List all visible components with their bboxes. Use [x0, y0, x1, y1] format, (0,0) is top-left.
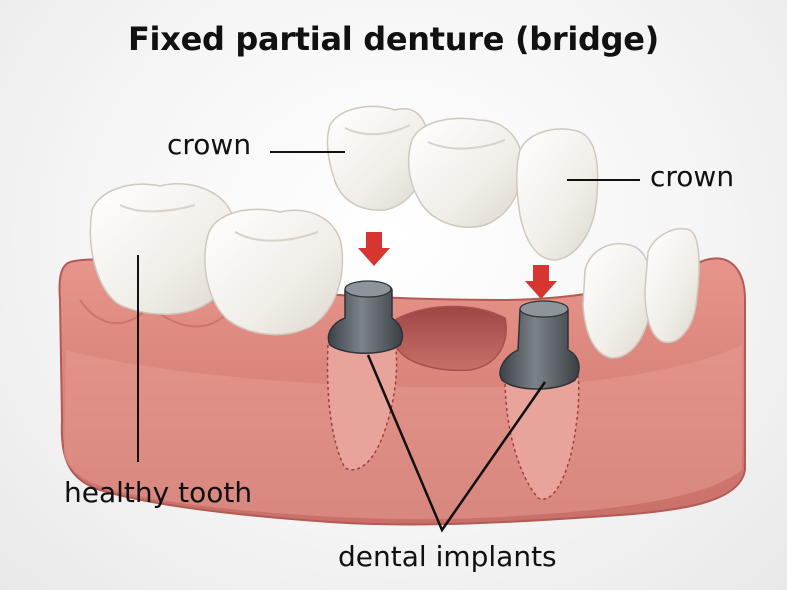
implant-abutment-left [327, 280, 404, 354]
bridge-pontic [407, 117, 523, 228]
label-crown-right: crown [650, 160, 735, 193]
implant-root-left [326, 344, 398, 471]
arrow-down-right [525, 265, 557, 299]
diagram-title: Fixed partial denture (bridge) [128, 20, 659, 58]
front-tooth-2 [644, 228, 700, 344]
label-crown-left: crown [167, 128, 252, 161]
implant-abutment-right [499, 300, 580, 390]
bridge-crown-molar-left [326, 105, 429, 211]
leader-implants [366, 354, 547, 533]
label-healthy-tooth: healthy tooth [64, 476, 253, 509]
label-dental-implants: dental implants [338, 540, 557, 573]
bridge-crown-incisor-right [515, 128, 599, 261]
arrow-down-left [358, 232, 390, 266]
healthy-molar-front [204, 208, 344, 336]
